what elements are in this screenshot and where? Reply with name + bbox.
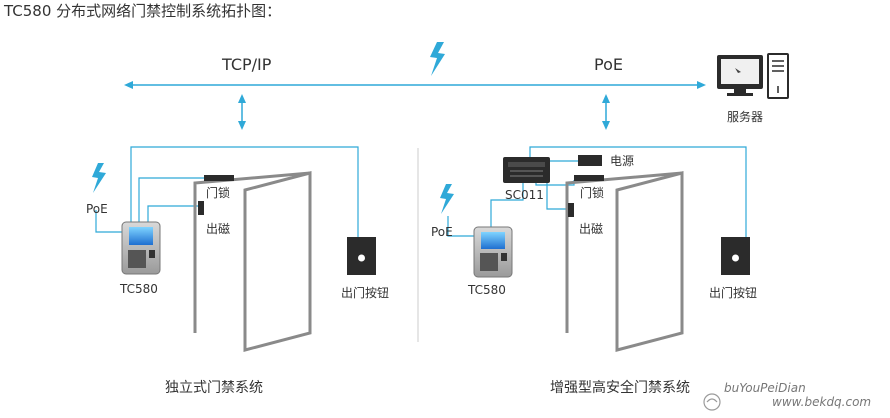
- right-system: [440, 146, 750, 352]
- right-door: [565, 171, 684, 352]
- lightning-icon-left: [92, 163, 106, 193]
- left-lock-device: [204, 175, 234, 181]
- lightning-icon-right: [440, 184, 454, 214]
- left-system-caption: 独立式门禁系统: [165, 380, 263, 396]
- right-device-label: TC580: [467, 283, 506, 297]
- left-exit-button-icon: [347, 237, 376, 275]
- sc011-label: SC011: [505, 188, 544, 202]
- left-exit-button-label: 出门按钮: [341, 285, 389, 300]
- poe-network-label: PoE: [594, 55, 623, 74]
- right-poe-label: PoE: [431, 225, 453, 239]
- right-lock-device: [574, 175, 604, 181]
- power-supply-device: [578, 155, 602, 166]
- lightning-icon-network: [430, 42, 445, 76]
- right-system-caption: 增强型高安全门禁系统: [550, 379, 690, 396]
- server-icon: [717, 53, 789, 99]
- right-magnet-label: 出磁: [579, 221, 603, 236]
- watermark-site: www.bekdq.com: [772, 395, 871, 409]
- sc011-controller-device: [503, 157, 550, 183]
- page-title: TC580 分布式网络门禁控制系统拓扑图：: [3, 2, 281, 20]
- left-system: [92, 146, 376, 352]
- right-tc580-device: [473, 226, 513, 278]
- right-magnet-device: [568, 203, 574, 217]
- left-poe-label: PoE: [86, 202, 108, 216]
- left-door: [193, 171, 312, 352]
- left-lock-label: 门锁: [206, 185, 230, 200]
- right-exit-button-label: 出门按钮: [709, 285, 757, 300]
- right-lock-label: 门锁: [580, 185, 604, 200]
- left-magnet-device: [198, 201, 204, 215]
- server-label: 服务器: [727, 109, 763, 124]
- watermark-brand: buYouPeiDian: [724, 381, 806, 395]
- tcpip-label: TCP/IP: [221, 55, 272, 74]
- watermark-logo-icon: [703, 393, 721, 411]
- right-exit-button-icon: [721, 237, 750, 275]
- left-tc580-device: [121, 221, 161, 275]
- power-label: 电源: [610, 154, 634, 168]
- left-magnet-label: 出磁: [206, 221, 230, 236]
- left-device-label: TC580: [119, 282, 158, 296]
